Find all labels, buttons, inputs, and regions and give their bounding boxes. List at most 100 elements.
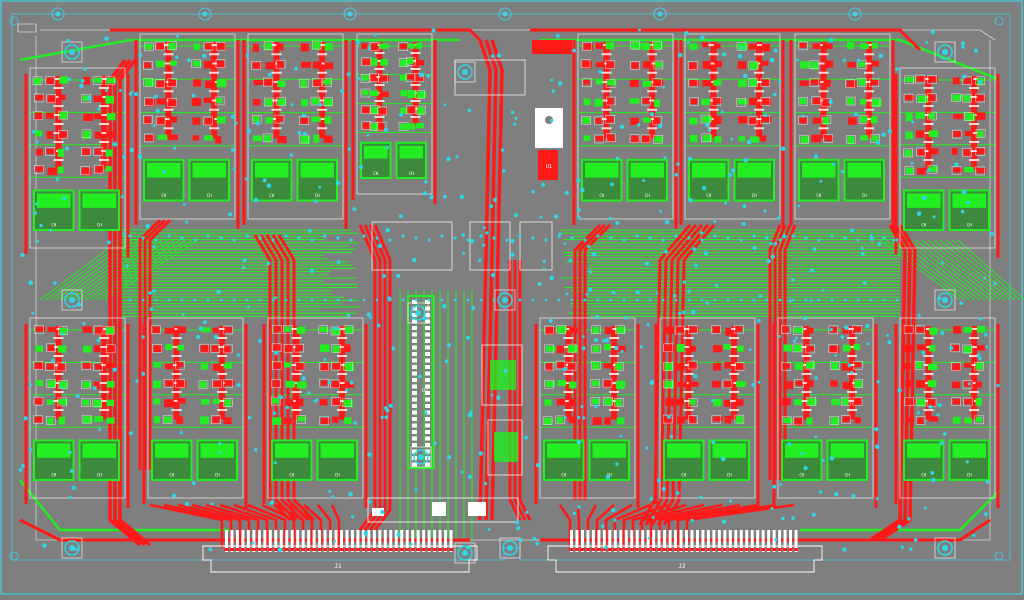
smd-pad (853, 344, 861, 351)
smd-pad (369, 90, 379, 97)
connector-pin (383, 530, 387, 552)
connector-pad (443, 548, 448, 551)
via (962, 74, 967, 79)
component-outline (319, 362, 330, 371)
via (551, 89, 555, 93)
smd-pad (964, 362, 972, 368)
smd-pad (749, 97, 758, 106)
ic-pin (410, 68, 421, 70)
via (181, 313, 185, 317)
via (878, 53, 884, 59)
header-pin (425, 430, 430, 434)
via (910, 161, 914, 165)
via (513, 213, 518, 218)
smd-pad (713, 116, 722, 125)
component-outline (398, 42, 408, 51)
via (336, 260, 341, 265)
via (960, 209, 965, 214)
mounting-hole-frame (499, 537, 521, 559)
module-outline (147, 317, 244, 499)
smd-pad (805, 362, 816, 369)
via (916, 411, 920, 415)
mounting-hole (937, 44, 953, 60)
smd-pad (607, 134, 615, 143)
module-ic-strip (925, 326, 932, 420)
via (345, 388, 349, 392)
smd-pad (631, 135, 640, 143)
via (642, 179, 645, 183)
component-outline (581, 116, 591, 125)
header-pin (412, 410, 417, 415)
via (128, 298, 132, 302)
smd-pad (642, 98, 650, 104)
smd-pad (47, 344, 55, 352)
via (624, 315, 628, 320)
smd-pad (854, 417, 861, 424)
connector-pad (377, 548, 382, 551)
header-pin (412, 436, 417, 441)
smd-pad (567, 363, 575, 370)
component-outline (853, 360, 863, 370)
diagonal-trace (957, 239, 1024, 300)
smd-pad (94, 363, 102, 370)
connector-pad (421, 548, 426, 551)
module-outline (777, 317, 874, 499)
via (619, 434, 623, 438)
via (191, 481, 196, 485)
ic-pin (99, 391, 110, 393)
smd-pad (297, 416, 306, 422)
connector-pin (372, 530, 376, 552)
via (937, 403, 943, 408)
module-ic-strip (101, 76, 108, 170)
smd-pad (224, 345, 231, 354)
top-fiducial (848, 7, 862, 21)
via (757, 380, 761, 384)
ic-pin (864, 90, 875, 93)
ic-pin (708, 44, 719, 46)
via (700, 298, 704, 302)
via (856, 298, 860, 302)
component-outline (653, 135, 663, 144)
top-fiducial-dot (502, 11, 508, 17)
ic-pin (754, 71, 765, 74)
smd-pad (735, 416, 744, 424)
via (594, 337, 599, 343)
ic-pin (754, 62, 765, 65)
smd-pad (870, 116, 878, 124)
via (664, 249, 669, 254)
via (442, 304, 447, 309)
smd-pad (301, 61, 311, 68)
smd-pad (591, 398, 600, 404)
ic-pin (163, 90, 174, 93)
via (69, 469, 74, 473)
component-outline (663, 343, 673, 352)
ic-pin (563, 382, 574, 384)
smd-pad (737, 99, 748, 105)
via (134, 92, 138, 97)
via (112, 141, 118, 147)
connector-pin (613, 530, 617, 552)
mounting-hole-frame (934, 289, 956, 311)
component-outline (167, 41, 177, 51)
via (333, 326, 339, 331)
bottom-rail (800, 489, 1001, 532)
ic-pin (923, 78, 934, 80)
ic-pin (923, 105, 934, 107)
via (778, 298, 782, 302)
ic-pin (53, 391, 64, 393)
via (21, 463, 25, 468)
via (851, 493, 856, 498)
silk-outline (35, 36, 991, 541)
via (967, 382, 971, 386)
smd-pad (265, 99, 273, 106)
ic-pin (410, 52, 421, 54)
smd-pad (965, 113, 976, 122)
connector-pad (328, 548, 333, 551)
via (154, 298, 158, 302)
component-outline (377, 106, 387, 116)
smd-pad (58, 416, 66, 425)
component-outline (903, 148, 913, 158)
ic-pin (53, 373, 64, 375)
component-outline (544, 361, 555, 371)
smd-pad (203, 60, 213, 69)
